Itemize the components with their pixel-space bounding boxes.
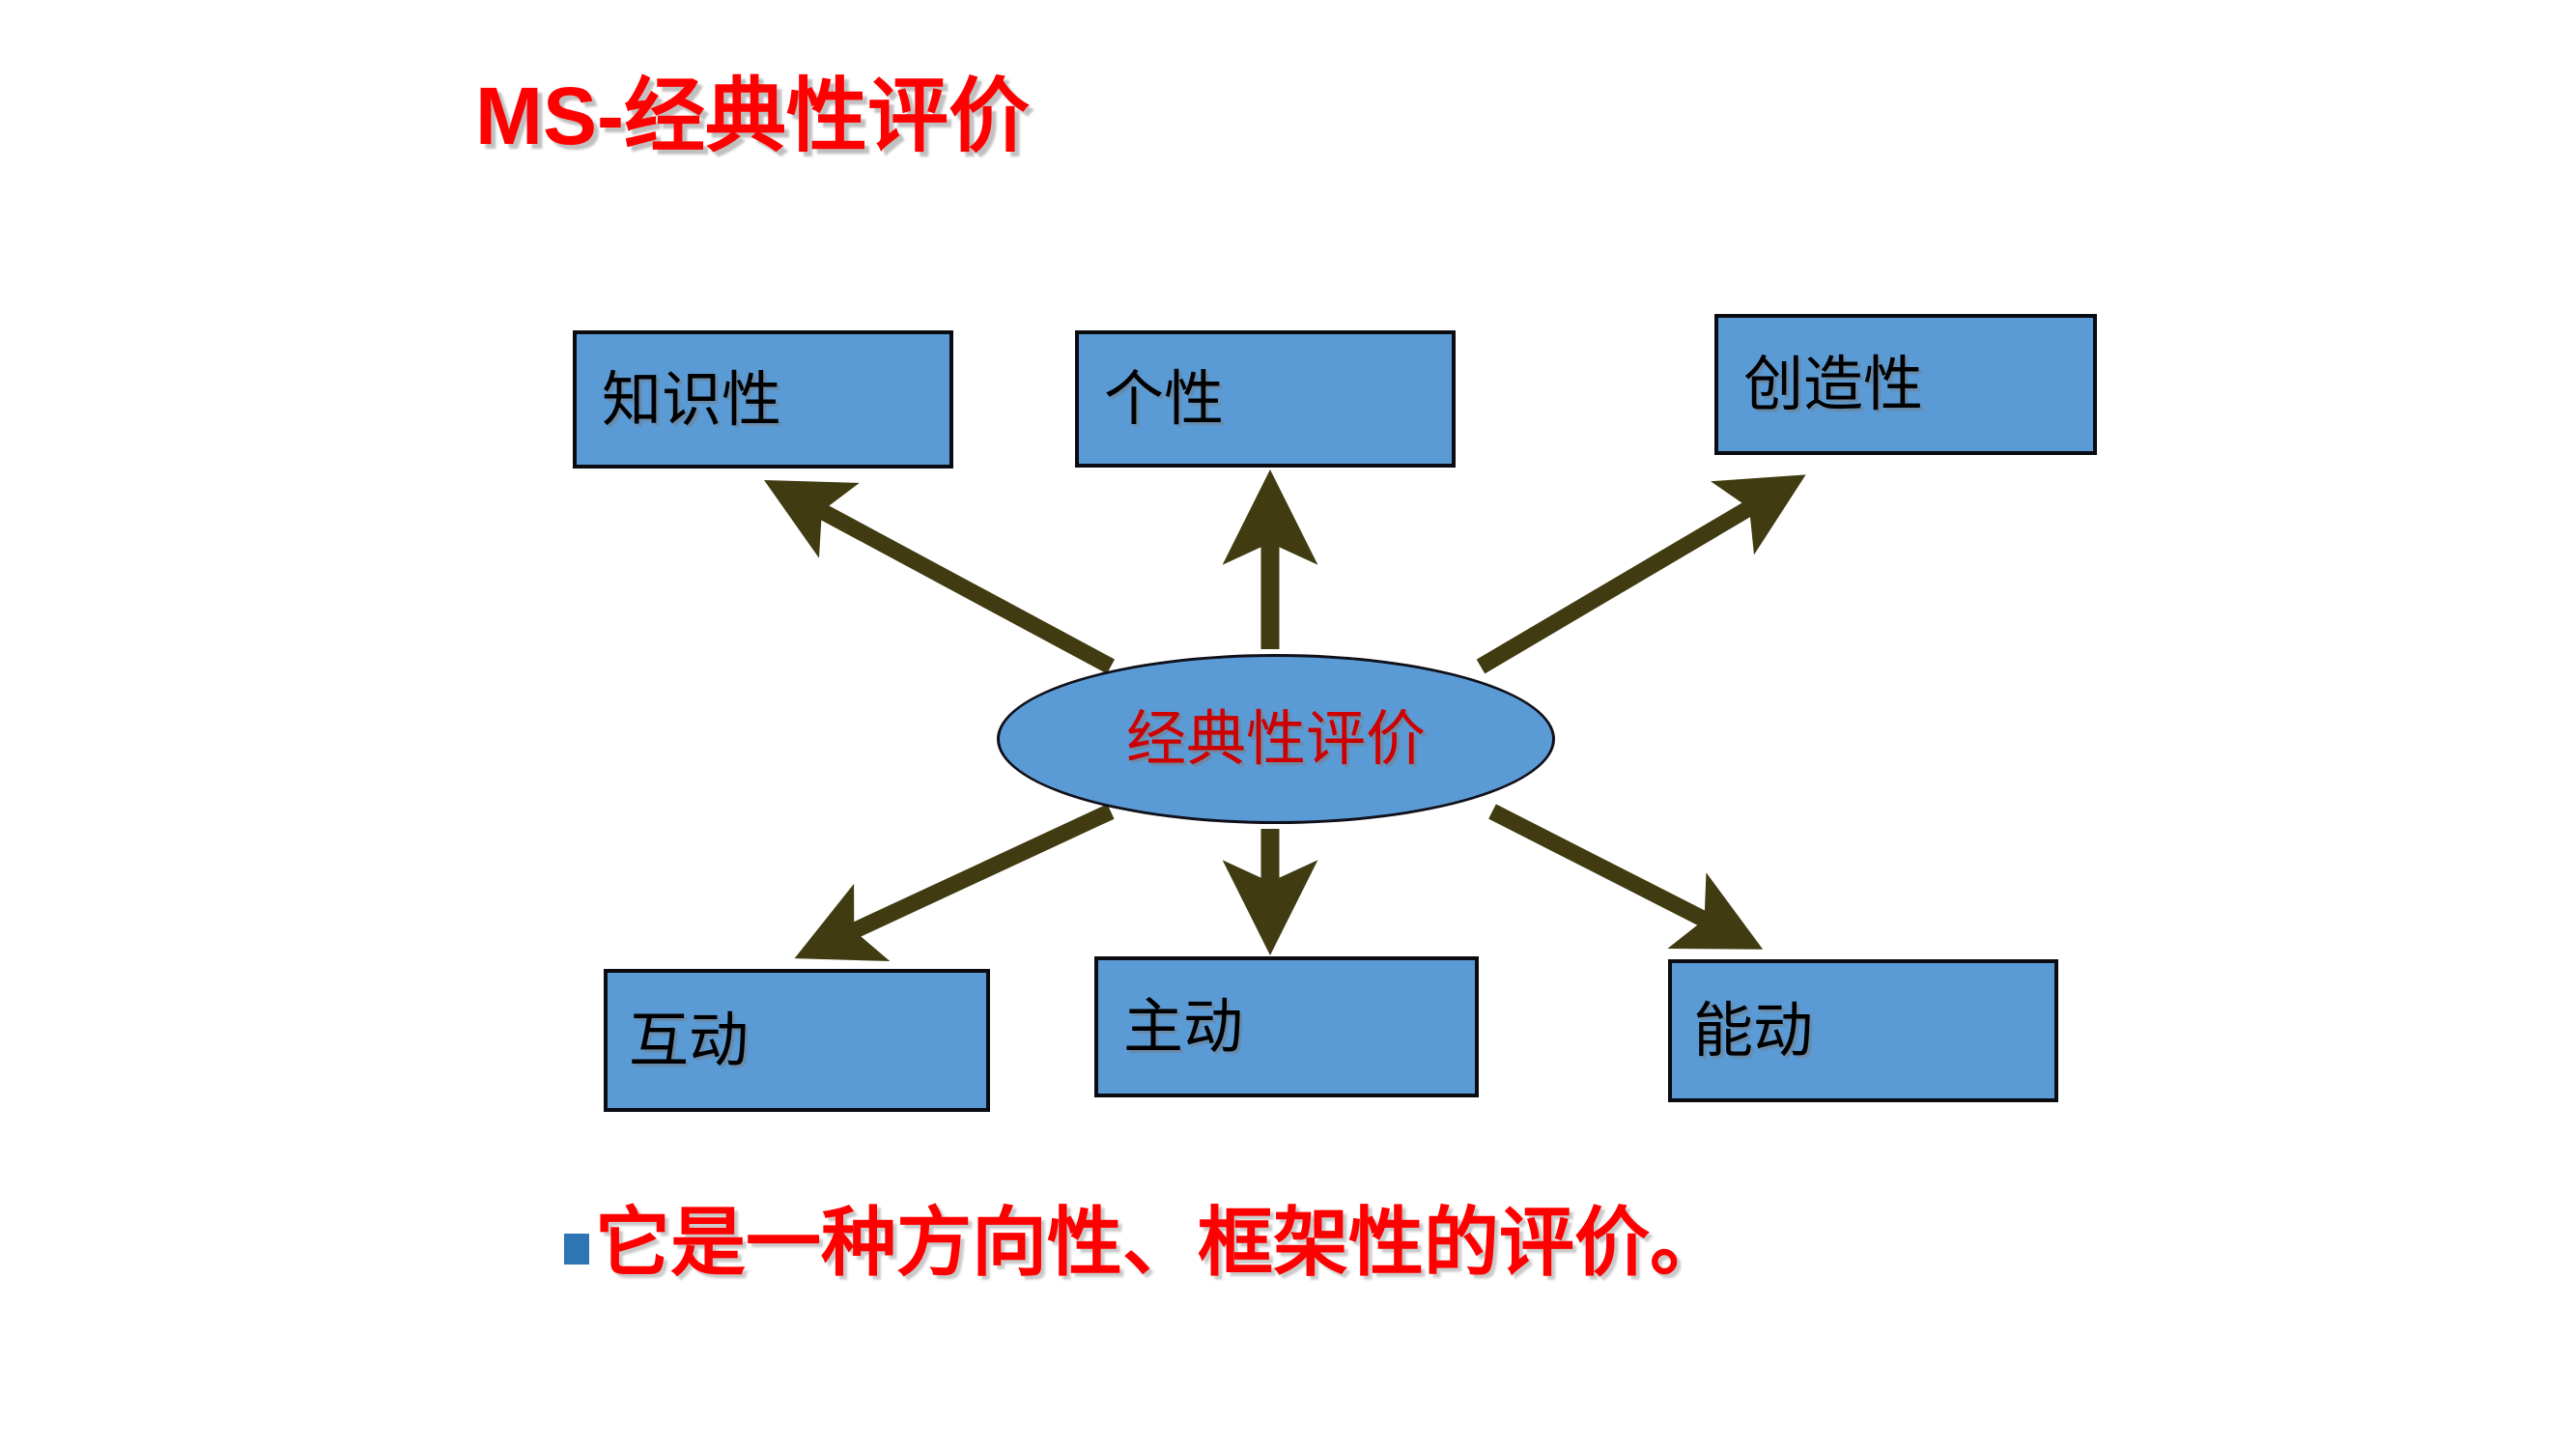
node-box-chuangzao[interactable]: 创造性 (1714, 314, 2097, 455)
node-box-zhudong[interactable]: 主动 (1094, 956, 1479, 1097)
node-label: 个性 (1104, 363, 1225, 434)
node-label: 互动 (629, 1005, 750, 1075)
node-box-zhishixing[interactable]: 知识性 (573, 330, 953, 469)
node-label: 创造性 (1743, 349, 1924, 419)
page-title: MS-经典性评价 (475, 71, 1030, 161)
bullet-text: 它是一种方向性、框架性的评价。 (595, 1199, 1726, 1287)
arrow-to-zhishixing (764, 479, 1116, 674)
node-label: 知识性 (602, 363, 782, 435)
arrow-to-chuangzao (1476, 474, 1806, 674)
node-label: 主动 (1123, 991, 1244, 1062)
node-box-hudong[interactable]: 互动 (604, 969, 990, 1112)
center-ellipse-label: 经典性评价 (1125, 703, 1426, 774)
arrow-to-hudong (794, 804, 1115, 961)
center-ellipse-node[interactable]: 经典性评价 (997, 654, 1555, 824)
bullet-line: 它是一种方向性、框架性的评价。 (564, 1206, 1725, 1281)
node-box-nengdong[interactable]: 能动 (1668, 959, 2058, 1102)
square-bullet-icon (564, 1234, 589, 1265)
arrow-to-nengdong (1488, 804, 1764, 950)
node-label: 能动 (1693, 995, 1814, 1066)
node-box-gexing[interactable]: 个性 (1075, 330, 1456, 468)
